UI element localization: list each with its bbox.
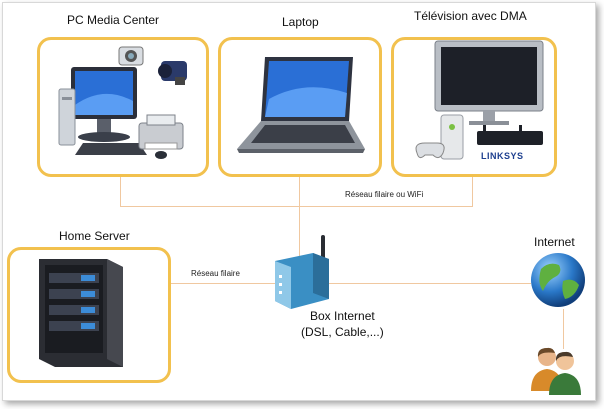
linksys-logo: LINKSYS — [481, 151, 524, 161]
tv-dma-icon — [415, 40, 544, 160]
connector-laptop-drop — [299, 175, 300, 275]
home-server-label: Home Server — [59, 229, 130, 243]
connector-server-box — [165, 283, 277, 284]
box-internet-label-line2: (DSL, Cable,...) — [301, 325, 384, 339]
users-icon — [531, 347, 581, 395]
connector-bus — [120, 206, 473, 207]
desktop-pc-icon — [58, 46, 187, 159]
laptop-label: Laptop — [282, 15, 319, 29]
wired-label: Réseau filaire — [191, 269, 240, 278]
connector-pc-drop — [120, 173, 121, 207]
globe-icon — [531, 253, 585, 307]
router-icon — [275, 235, 329, 309]
internet-label: Internet — [534, 235, 575, 249]
connector-box-internet — [329, 283, 531, 284]
wired-or-wifi-label: Réseau filaire ou WiFi — [345, 190, 424, 199]
server-icon — [39, 259, 123, 367]
tv-dma-label: Télévision avec DMA — [414, 9, 527, 23]
connector-tv-drop — [472, 173, 473, 207]
pc-media-center-label: PC Media Center — [67, 13, 160, 27]
box-internet-label-line1: Box Internet — [310, 309, 375, 323]
laptop-icon — [237, 57, 365, 153]
connector-internet-users — [563, 309, 564, 349]
network-diagram: PC Media Center Laptop Télévision avec D… — [2, 2, 596, 401]
